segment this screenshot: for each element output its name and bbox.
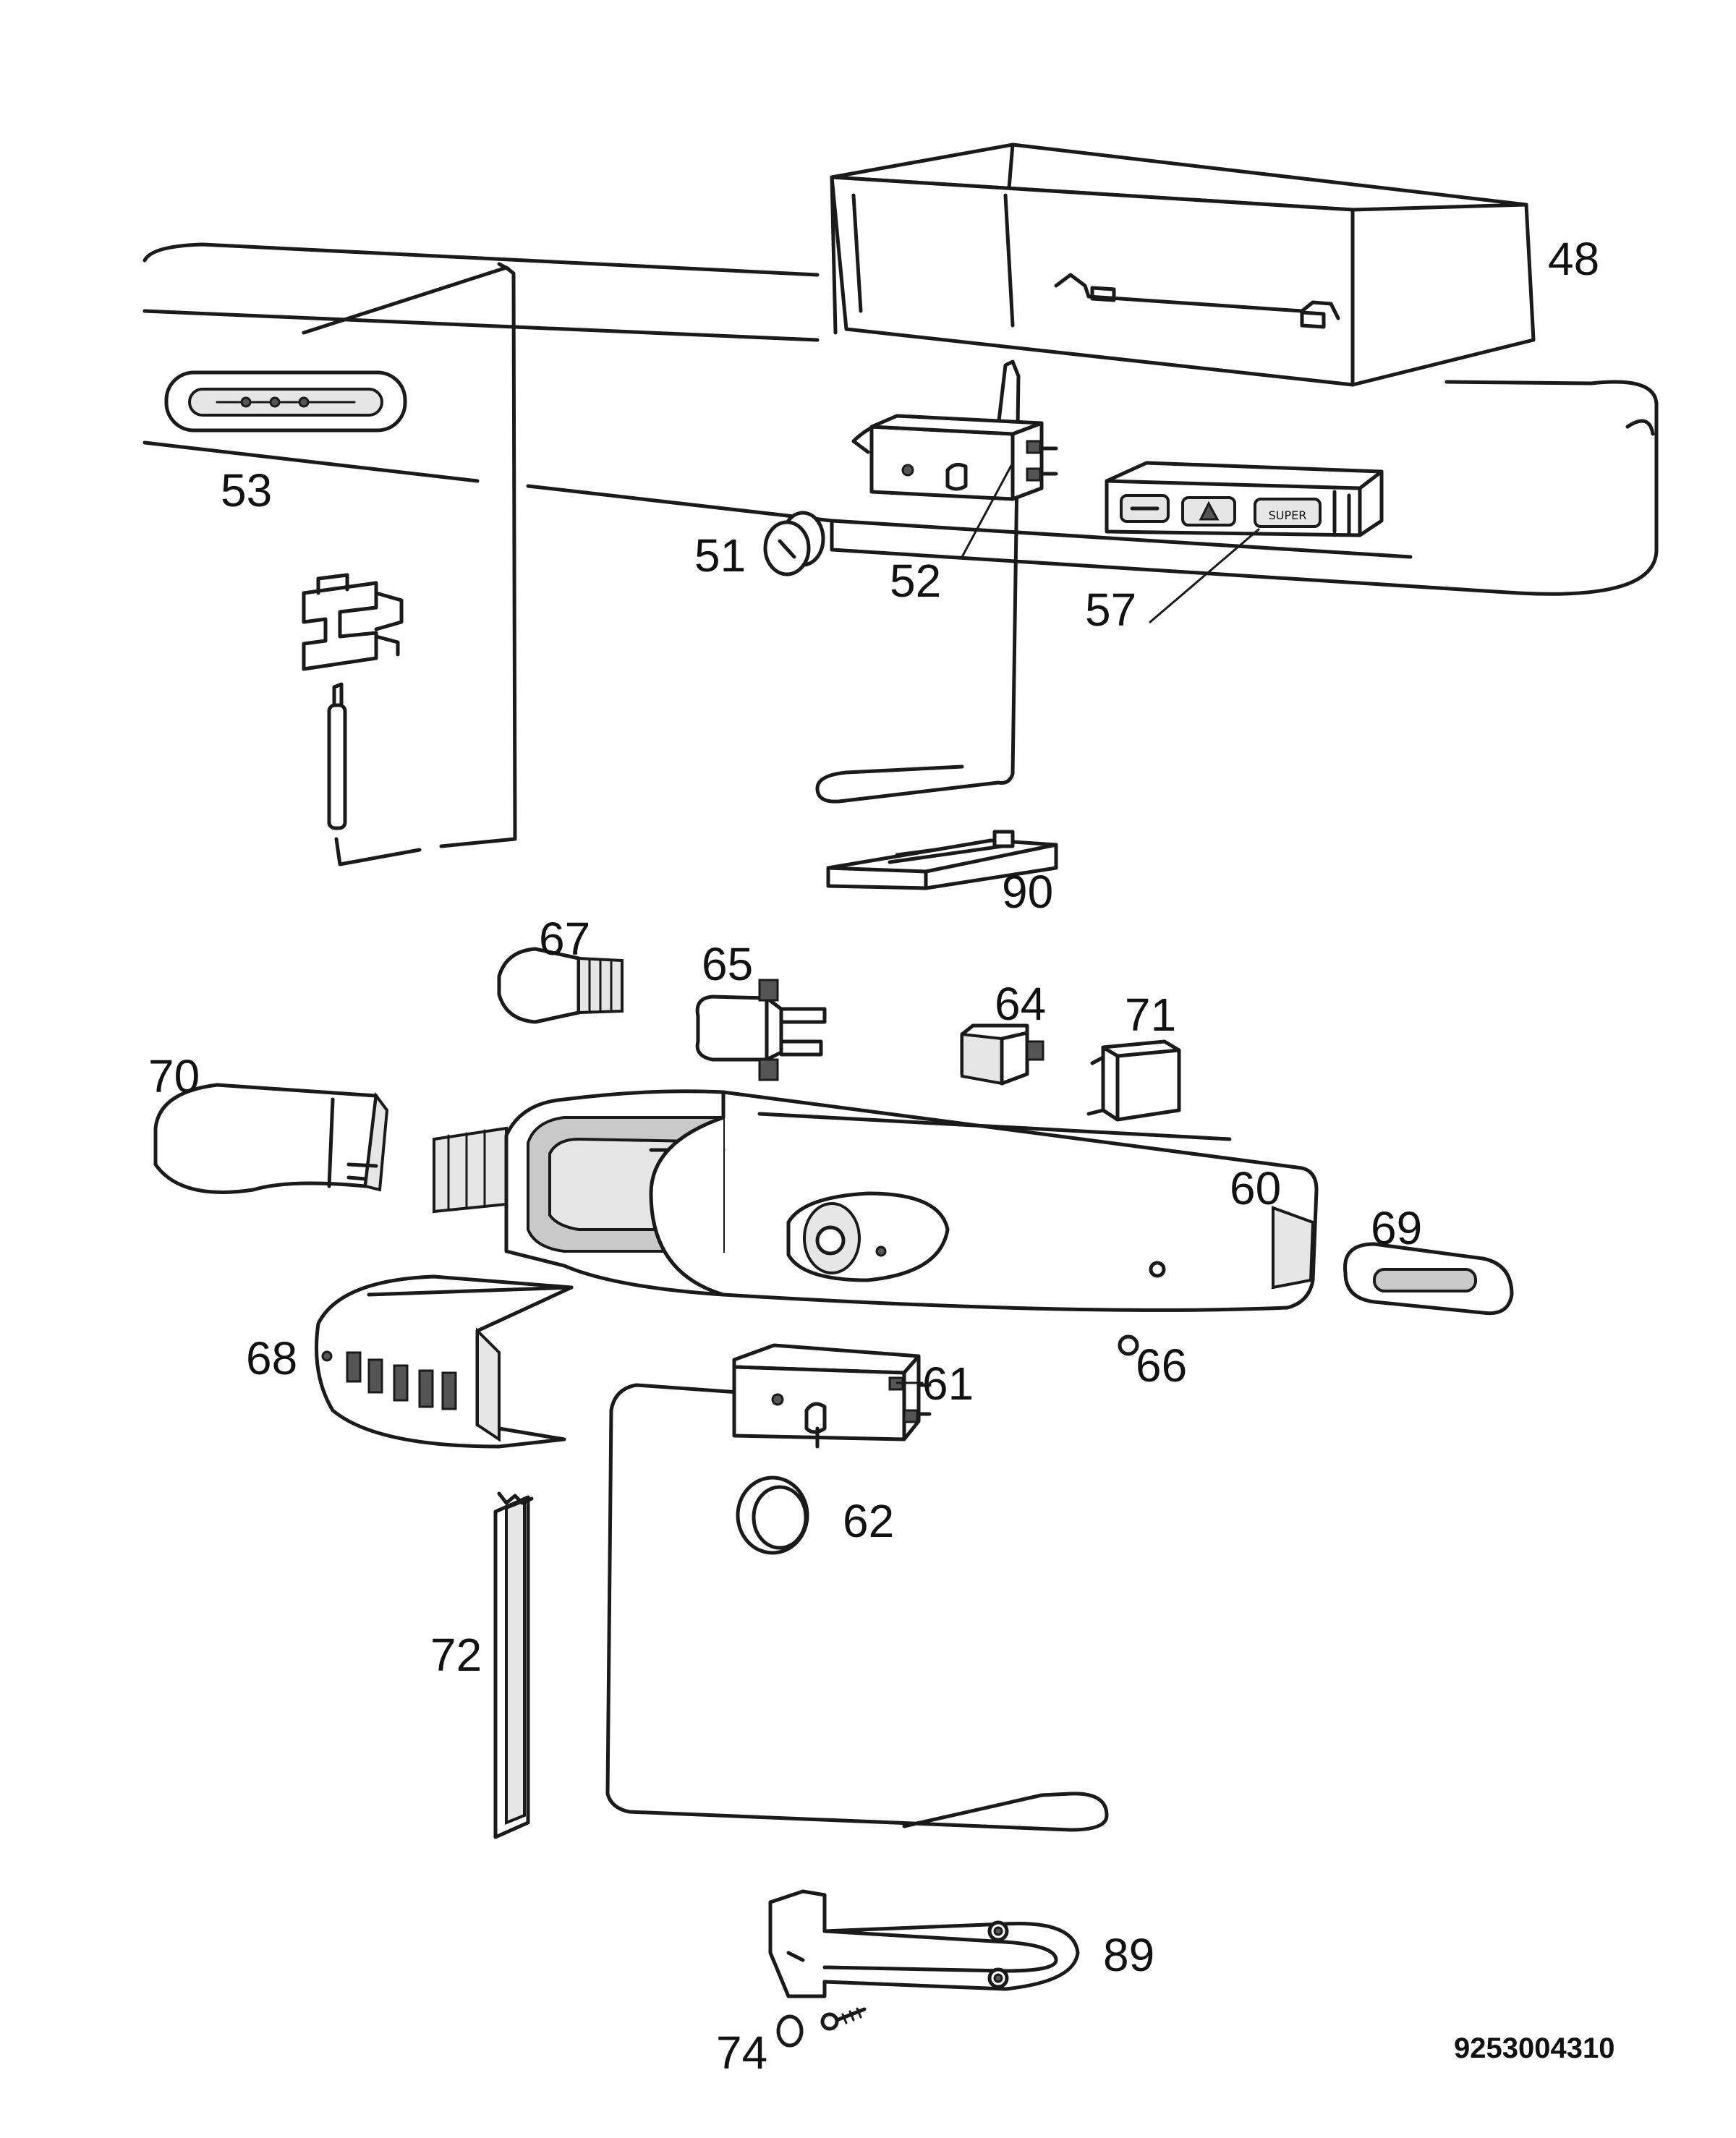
part-label-71: 71 — [1125, 989, 1176, 1041]
part-90-holder — [826, 830, 1058, 890]
part-label-62: 62 — [843, 1495, 894, 1547]
part-label-67: 67 — [539, 913, 590, 965]
part-label-70: 70 — [148, 1050, 200, 1102]
part-57-switch-panel: SUPER — [1105, 461, 1384, 623]
part-53-connector — [302, 573, 404, 830]
part-66-screw — [1118, 1334, 1139, 1356]
part-label-60: 60 — [1230, 1162, 1281, 1214]
part-label-52: 52 — [890, 555, 941, 607]
part-69-lens — [1343, 1242, 1514, 1316]
part-label-57: 57 — [1085, 584, 1136, 636]
part-labels: 48 53 51 52 57 90 67 65 64 71 70 60 69 6… — [148, 233, 1599, 2079]
cabinet-top-outline — [142, 242, 1659, 596]
part-89-bracket — [768, 1889, 1080, 1998]
part-label-89: 89 — [1103, 1929, 1154, 1981]
part-label-74: 74 — [716, 2027, 767, 2079]
part-label-61: 61 — [922, 1358, 974, 1410]
part-51-knob — [763, 511, 825, 576]
part-label-65: 65 — [702, 938, 753, 990]
part-48-cover — [830, 142, 1536, 387]
part-label-53: 53 — [221, 464, 272, 516]
part-label-48: 48 — [1548, 233, 1599, 285]
part-label-68: 68 — [246, 1332, 297, 1384]
part-label-66: 66 — [1136, 1340, 1187, 1392]
part-60-lamp-housing — [433, 1089, 1319, 1312]
part-label-72: 72 — [430, 1629, 482, 1681]
part-62-knob-ring — [736, 1475, 809, 1555]
part-61-thermostat — [605, 1343, 1109, 1832]
part-71-clip — [1086, 1039, 1181, 1122]
part-74-screw-washer — [776, 2007, 867, 2048]
part-label-64: 64 — [995, 978, 1046, 1030]
panel-button-label: SUPER — [1269, 508, 1307, 522]
part-label-69: 69 — [1371, 1202, 1422, 1254]
part-65-lamp-socket — [695, 979, 827, 1081]
part-68-diffuser — [315, 1274, 574, 1449]
part-52-thermostat — [815, 359, 1058, 804]
document-code: 9253004310 — [1454, 2032, 1614, 2064]
part-67-bulb — [497, 947, 624, 1024]
part-label-90: 90 — [1002, 866, 1053, 918]
part-64-switch — [960, 1023, 1044, 1086]
part-72-strip — [493, 1491, 534, 1839]
part-70-side-cap — [153, 1083, 389, 1194]
part-label-51: 51 — [694, 529, 746, 582]
part-53-lamp-cover — [164, 262, 517, 866]
